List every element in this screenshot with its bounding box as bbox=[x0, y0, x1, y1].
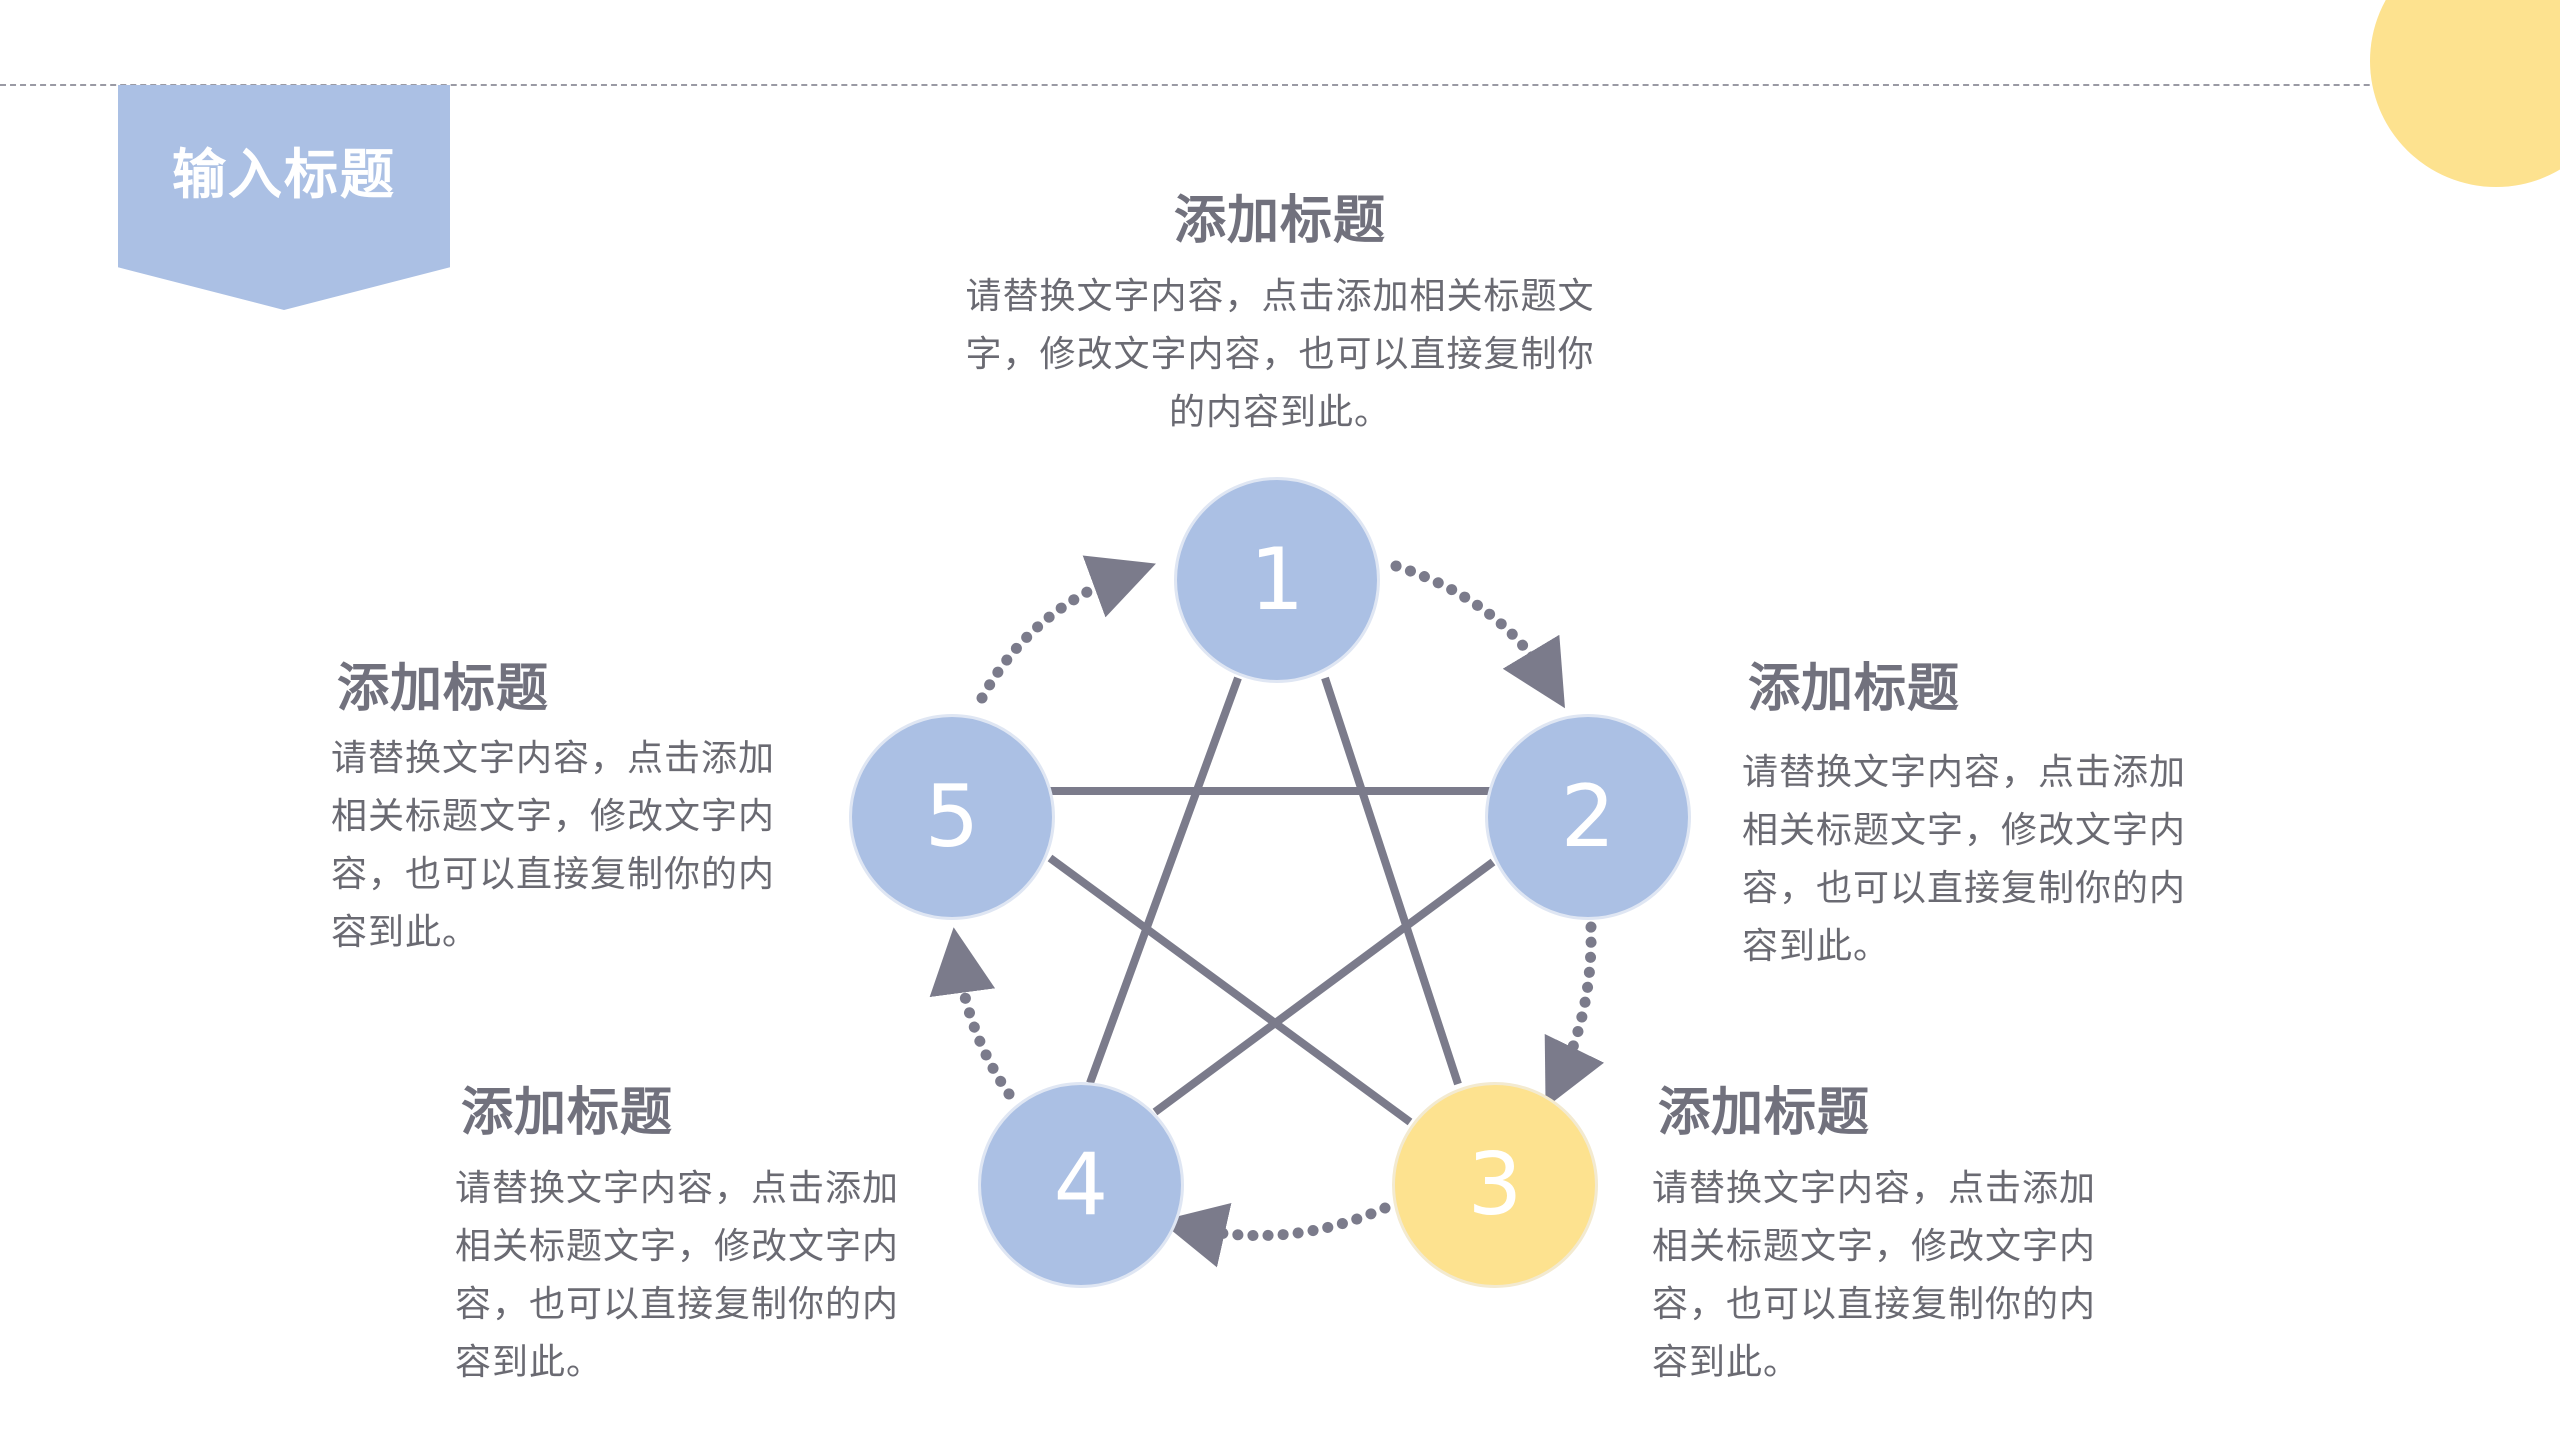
block-title: 添加标题 bbox=[461, 1083, 674, 1143]
body-line: 字，修改文字内容，也可以直接复制你 bbox=[965, 334, 1595, 375]
body-line: 容，也可以直接复制你的内 bbox=[455, 1284, 900, 1325]
cycle-arrows bbox=[929, 555, 1605, 1268]
body-line: 请替换文字内容，点击添加 bbox=[1742, 752, 2187, 793]
body-line: 容到此。 bbox=[455, 1342, 604, 1383]
body-line: 相关标题文字，修改文字内 bbox=[1742, 810, 2187, 851]
block-title: 添加标题 bbox=[1173, 191, 1386, 251]
step-node-5-label: 5 bbox=[924, 767, 980, 867]
step-node-1: 1 bbox=[1174, 477, 1380, 683]
body-line: 容到此。 bbox=[1742, 926, 1891, 967]
ribbon-title: 输入标题 bbox=[172, 143, 396, 206]
text-block-bottom-left: 添加标题 请替换文字内容，点击添加 相关标题文字，修改文字内 容，也可以直接复制… bbox=[455, 1080, 955, 1392]
title-ribbon bbox=[118, 85, 450, 310]
body-line: 容到此。 bbox=[331, 912, 480, 953]
body-line: 容到此。 bbox=[1652, 1342, 1801, 1383]
step-node-1-label: 1 bbox=[1249, 530, 1305, 630]
text-block-bottom-right: 添加标题 请替换文字内容，点击添加 相关标题文字，修改文字内 容，也可以直接复制… bbox=[1652, 1080, 2152, 1392]
body-line: 相关标题文字，修改文字内 bbox=[331, 796, 776, 837]
step-node-3: 3 bbox=[1392, 1082, 1598, 1288]
body-line: 容，也可以直接复制你的内 bbox=[331, 854, 776, 895]
step-node-2-label: 2 bbox=[1560, 767, 1616, 867]
text-block-top: 添加标题 请替换文字内容，点击添加相关标题文 字，修改文字内容，也可以直接复制你… bbox=[930, 188, 1630, 442]
body-line: 请替换文字内容，点击添加 bbox=[1652, 1168, 2097, 1209]
block-body: 请替换文字内容，点击添加 相关标题文字，修改文字内 容，也可以直接复制你的内 容… bbox=[455, 1160, 955, 1392]
body-line: 请替换文字内容，点击添加相关标题文 bbox=[965, 276, 1595, 317]
body-line: 容，也可以直接复制你的内 bbox=[1742, 868, 2187, 909]
block-body: 请替换文字内容，点击添加 相关标题文字，修改文字内 容，也可以直接复制你的内 容… bbox=[1742, 744, 2242, 976]
body-line: 请替换文字内容，点击添加 bbox=[331, 738, 776, 779]
step-node-4-label: 4 bbox=[1053, 1135, 1109, 1235]
step-node-4: 4 bbox=[978, 1082, 1184, 1288]
step-node-3-label: 3 bbox=[1467, 1135, 1523, 1235]
step-node-2: 2 bbox=[1485, 714, 1691, 920]
block-title: 添加标题 bbox=[1658, 1083, 1871, 1143]
step-node-5: 5 bbox=[849, 714, 1055, 920]
star-line-1-3 bbox=[1321, 676, 1462, 1086]
body-line: 相关标题文字，修改文字内 bbox=[1652, 1226, 2097, 1267]
text-block-left: 添加标题 请替换文字内容，点击添加 相关标题文字，修改文字内 容，也可以直接复制… bbox=[331, 656, 831, 962]
arrow-3-to-4 bbox=[1159, 1202, 1391, 1268]
block-body: 请替换文字内容，点击添加 相关标题文字，修改文字内 容，也可以直接复制你的内 容… bbox=[331, 730, 831, 962]
arrow-2-to-3 bbox=[1544, 921, 1605, 1108]
arrow-4-to-5 bbox=[929, 927, 1015, 1100]
star-line-2-4 bbox=[1152, 858, 1496, 1116]
arrow-5-to-1 bbox=[976, 555, 1156, 704]
body-line: 相关标题文字，修改文字内 bbox=[455, 1226, 900, 1267]
body-line: 请替换文字内容，点击添加 bbox=[455, 1168, 900, 1209]
block-title: 添加标题 bbox=[337, 659, 550, 719]
block-body: 请替换文字内容，点击添加相关标题文 字，修改文字内容，也可以直接复制你 的内容到… bbox=[930, 268, 1630, 442]
star-line-1-4 bbox=[1086, 676, 1242, 1085]
arrow-1-to-2 bbox=[1390, 560, 1565, 709]
body-line: 容，也可以直接复制你的内 bbox=[1652, 1284, 2097, 1325]
star-line-5-3 bbox=[1047, 854, 1413, 1126]
body-line: 的内容到此。 bbox=[1168, 392, 1391, 433]
top-dashed-divider bbox=[0, 84, 2560, 86]
block-title: 添加标题 bbox=[1748, 659, 1961, 719]
text-block-right: 添加标题 请替换文字内容，点击添加 相关标题文字，修改文字内 容，也可以直接复制… bbox=[1742, 656, 2242, 976]
block-body: 请替换文字内容，点击添加 相关标题文字，修改文字内 容，也可以直接复制你的内 容… bbox=[1652, 1160, 2152, 1392]
star-lines bbox=[1047, 676, 1496, 1126]
